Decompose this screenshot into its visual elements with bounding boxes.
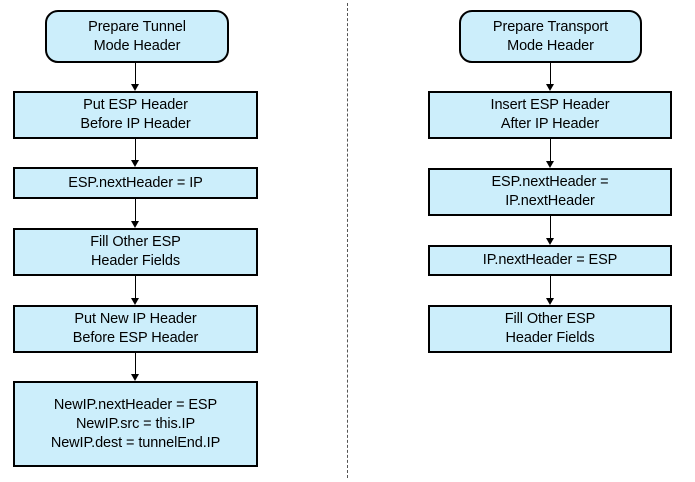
flow-node-label: Before ESP Header	[72, 330, 199, 346]
flow-node-label: Header Fields	[91, 253, 180, 269]
flow-node-label: Mode Header	[93, 37, 181, 54]
flow-node-label: NewIP.src = this.IP	[75, 415, 196, 432]
flow-node-label: After IP Header	[500, 116, 600, 132]
flow-node-label: NewIP.nextHeader = ESP	[53, 396, 218, 413]
flow-node-transport-step-4[interactable]: Fill Other ESP Header Fields	[428, 305, 672, 353]
flow-node-label: Put New IP Header	[74, 311, 197, 327]
flow-node-label: Insert ESP Header	[490, 97, 610, 113]
connector-arrow	[135, 276, 136, 300]
vertical-dashed-separator	[347, 3, 348, 478]
flow-node-tunnel-step-2[interactable]: ESP.nextHeader = IP	[13, 167, 258, 199]
arrowhead-icon	[546, 161, 555, 168]
connector-arrow	[550, 63, 551, 86]
connector-arrow	[550, 216, 551, 240]
flow-node-label: IP.nextHeader	[505, 193, 595, 209]
flow-node-tunnel-step-5[interactable]: NewIP.nextHeader = ESP NewIP.src = this.I…	[13, 381, 258, 467]
flow-node-label: Fill Other ESP	[504, 311, 596, 327]
flow-node-label: NewIP.dest = tunnelEnd.IP	[50, 434, 221, 451]
flow-node-label: Before IP Header	[80, 116, 191, 132]
connector-arrow	[550, 139, 551, 163]
flow-node-label: Prepare Tunnel	[88, 18, 186, 35]
arrowhead-icon	[546, 238, 555, 245]
flow-node-label: Header Fields	[505, 330, 595, 346]
flow-node-label: ESP.nextHeader = IP	[68, 174, 203, 191]
connector-arrow	[135, 353, 136, 376]
flow-node-transport-step-3[interactable]: IP.nextHeader = ESP	[428, 245, 672, 276]
arrowhead-icon	[546, 298, 555, 305]
flow-node-transport-step-2[interactable]: ESP.nextHeader = IP.nextHeader	[428, 168, 672, 216]
connector-arrow	[550, 276, 551, 300]
arrowhead-icon	[131, 298, 140, 305]
connector-arrow	[135, 199, 136, 223]
connector-arrow	[135, 139, 136, 162]
flow-node-label: IP.nextHeader = ESP	[482, 252, 618, 268]
flow-node-tunnel-step-3[interactable]: Fill Other ESP Header Fields	[13, 228, 258, 276]
arrowhead-icon	[131, 160, 140, 167]
flow-node-label: ESP.nextHeader =	[491, 174, 609, 190]
arrowhead-icon	[131, 221, 140, 228]
flow-node-label: Fill Other ESP	[90, 234, 181, 250]
arrowhead-icon	[546, 84, 555, 91]
flow-node-label: Mode Header	[507, 37, 594, 54]
arrowhead-icon	[131, 84, 140, 91]
flow-node-label: Put ESP Header	[83, 97, 188, 113]
arrowhead-icon	[131, 374, 140, 381]
flow-node-label: Prepare Transport	[492, 18, 609, 35]
connector-arrow	[135, 63, 136, 86]
